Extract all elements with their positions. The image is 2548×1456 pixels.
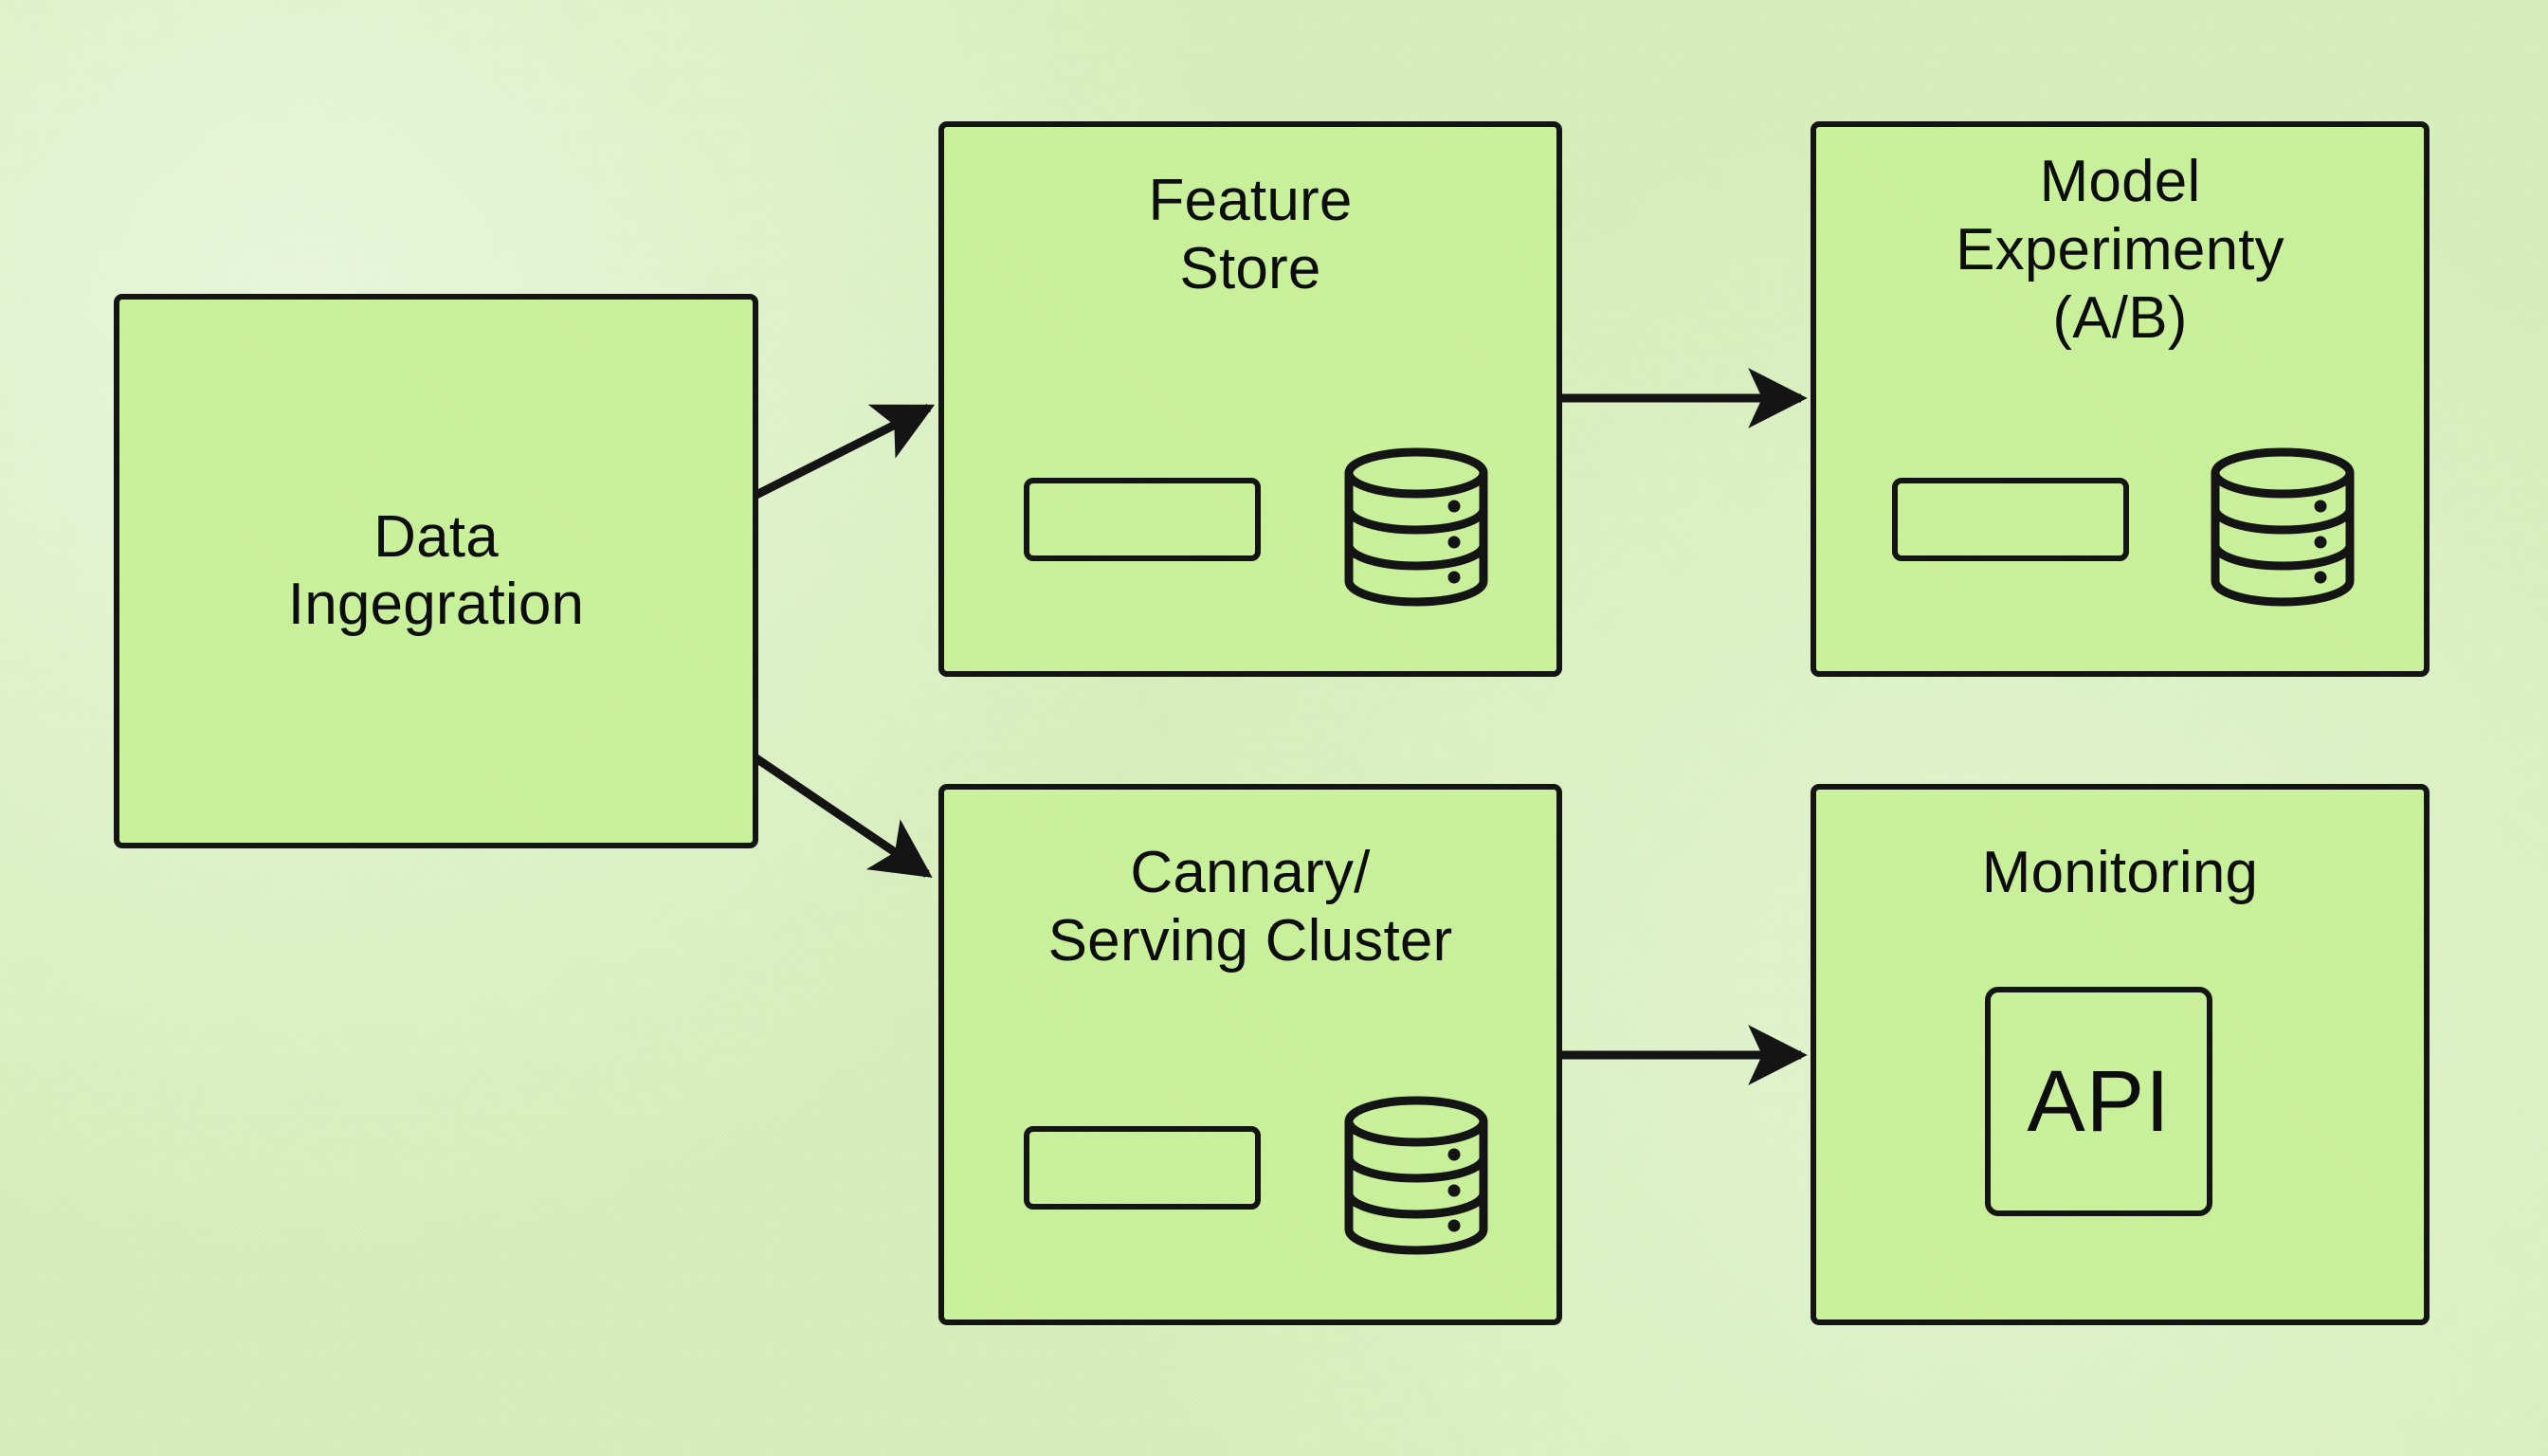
node-monitoring-label: Monitoring (1981, 840, 2259, 905)
serving-cluster-sub-rectangle (1024, 1126, 1261, 1210)
edge-ingegration-to-serving-cluster (742, 747, 933, 878)
node-model-experimenty-label: Model Experimenty (A/B) (1956, 149, 2284, 351)
node-model-experimenty[interactable]: Model Experimenty (A/B) (1811, 121, 2430, 677)
node-monitoring[interactable]: Monitoring API (1811, 784, 2430, 1325)
model-experimenty-sub-rectangle (1892, 478, 2129, 561)
feature-store-sub-rectangle (1024, 478, 1261, 561)
api-square-icon: API (1985, 987, 2212, 1216)
api-label: API (2027, 1053, 2171, 1150)
node-data-ingegration[interactable]: Data Ingegration (114, 294, 758, 848)
node-cannary-serving-cluster[interactable]: Cannary/ Serving Cluster (938, 784, 1562, 1325)
database-icon (1344, 447, 1488, 607)
node-feature-store-label: Feature Store (1148, 168, 1353, 301)
database-icon (2211, 447, 2355, 607)
edge-ingegration-to-feature-store (742, 403, 936, 505)
node-feature-store[interactable]: Feature Store (938, 121, 1562, 677)
node-data-ingegration-label: Data Ingegration (287, 503, 585, 638)
database-icon (1344, 1096, 1488, 1255)
node-cannary-serving-cluster-label: Cannary/ Serving Cluster (1047, 840, 1453, 974)
